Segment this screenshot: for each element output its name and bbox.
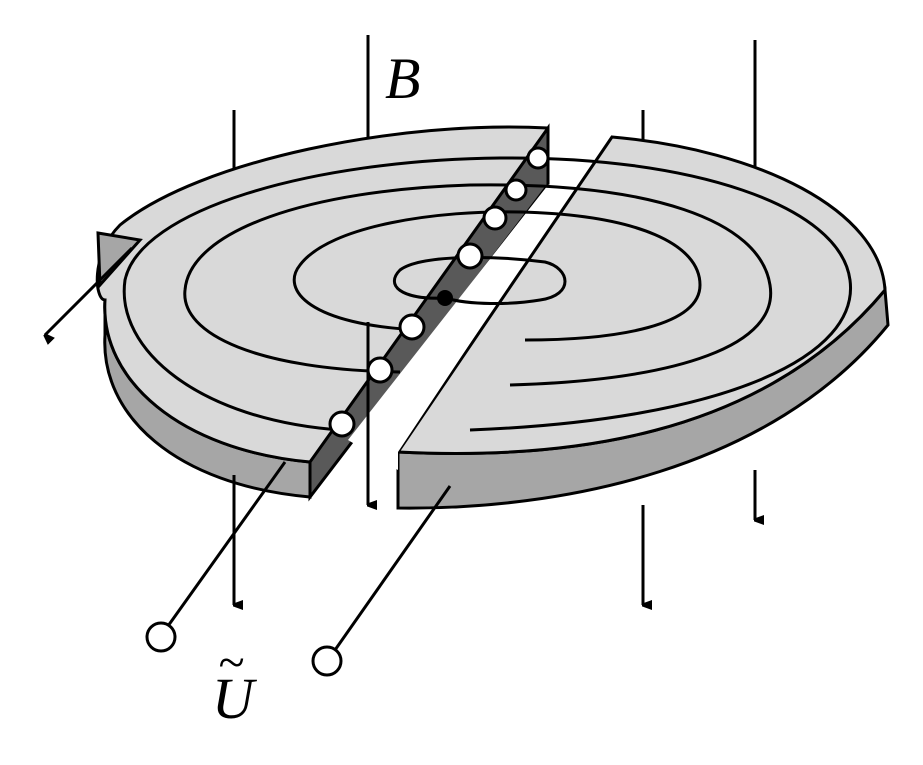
particle xyxy=(366,356,394,384)
voltage-label: U xyxy=(212,666,258,731)
particle xyxy=(482,205,508,231)
gap xyxy=(348,170,585,470)
particles xyxy=(328,146,550,438)
particle-source xyxy=(437,290,453,306)
voltage-leads xyxy=(145,461,452,677)
outgoing-beam-arrow xyxy=(45,246,134,335)
particle xyxy=(456,242,484,270)
particle xyxy=(504,178,528,202)
field-label: B xyxy=(385,46,420,111)
particle xyxy=(328,410,356,438)
particle xyxy=(526,146,550,170)
terminal-left xyxy=(145,621,177,653)
right-dee-top xyxy=(395,135,887,455)
voltage-tilde: ~ xyxy=(218,636,244,689)
particle xyxy=(398,313,426,341)
field-lines-bottom xyxy=(232,322,755,605)
terminal-right xyxy=(311,645,343,677)
